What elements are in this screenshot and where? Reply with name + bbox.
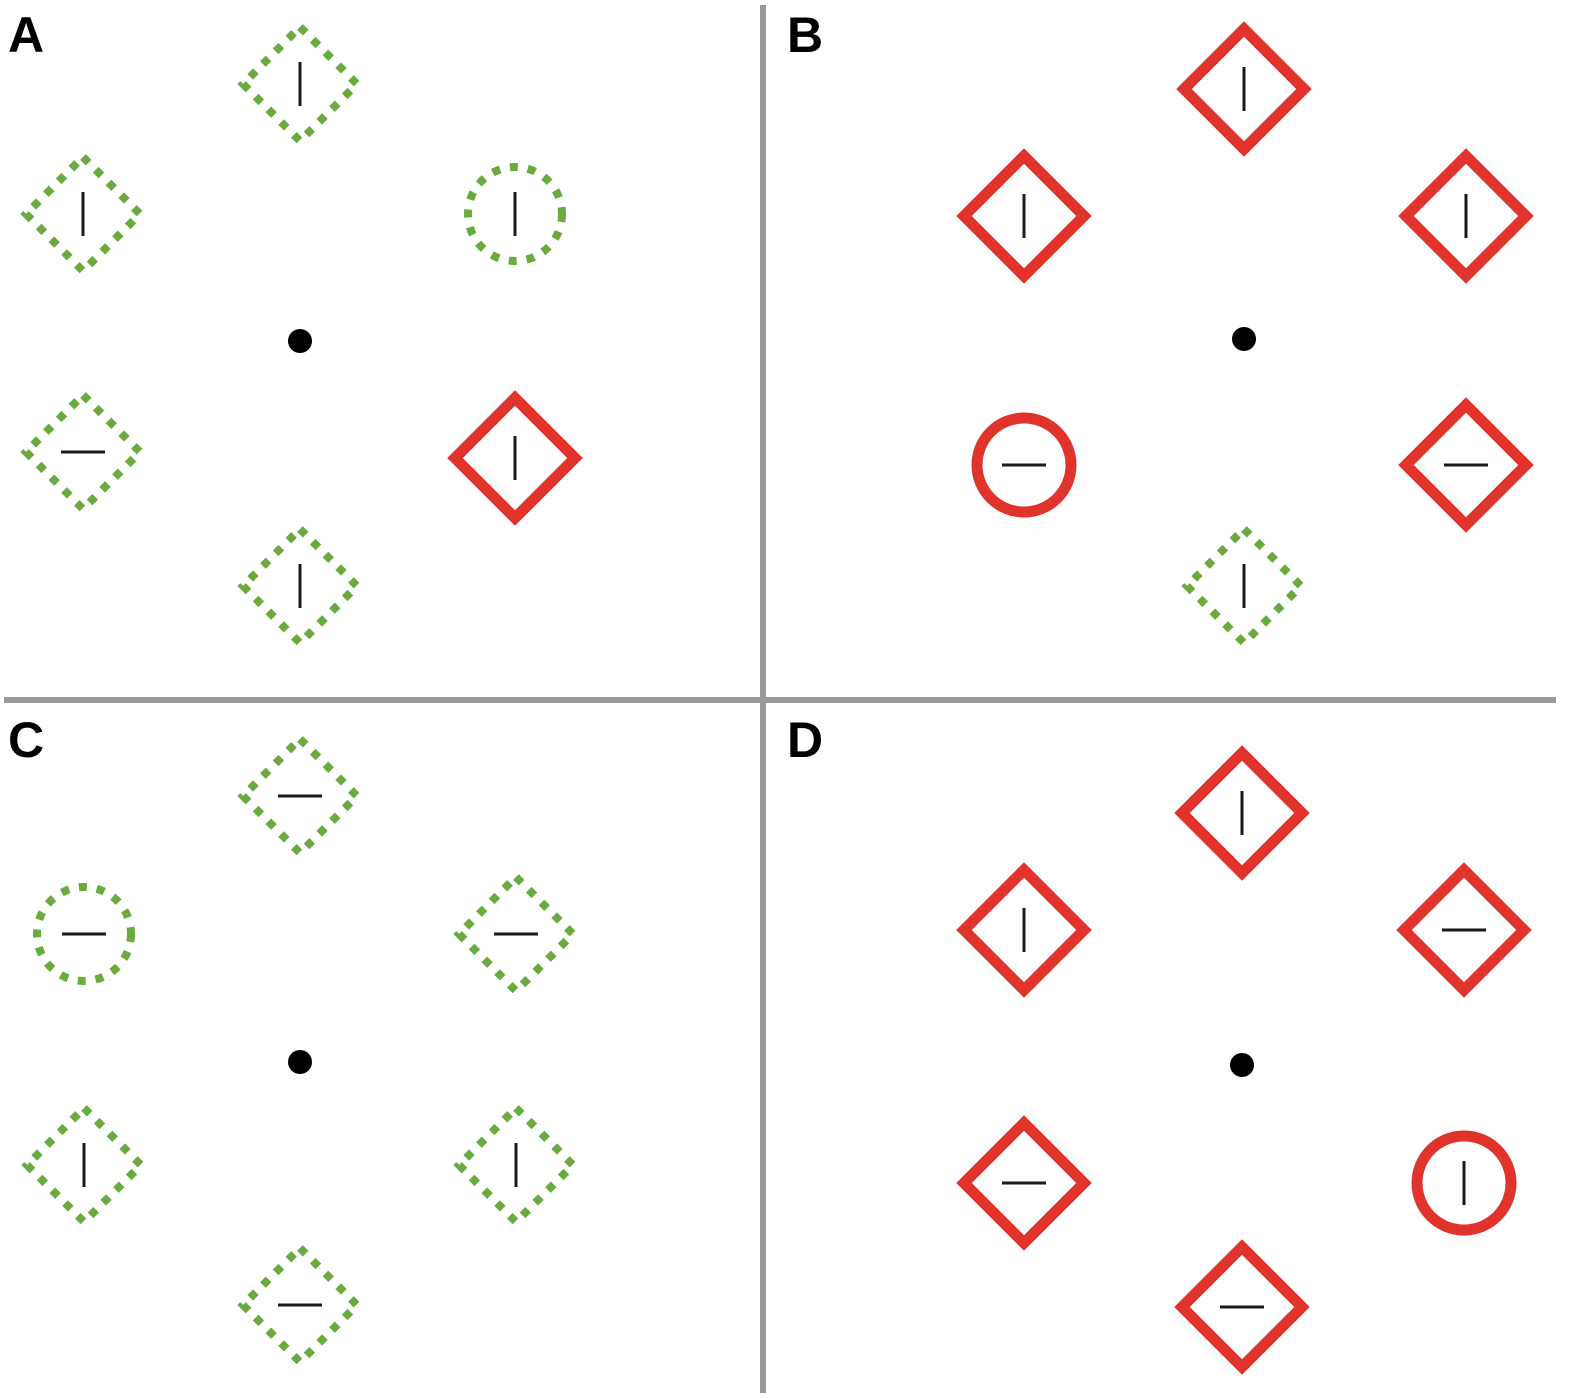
solid-red-diamond-outline [1398, 397, 1534, 533]
solid-red-diamond-outline [956, 862, 1092, 998]
solid-red-diamond-outline [956, 148, 1092, 284]
solid-red-circle-outline [1411, 1130, 1517, 1236]
fixation-dot [288, 329, 312, 353]
search-item-diamond-vertical-line [237, 523, 363, 649]
search-item-diamond-vertical-line [20, 151, 146, 277]
panel-d [956, 745, 1532, 1375]
search-item-diamond-vertical-line [956, 862, 1092, 998]
search-item-circle-vertical-line [1411, 1130, 1517, 1236]
panel-label-a: A [8, 7, 44, 63]
dotted-green-circle-outline [33, 883, 135, 985]
search-item-circle-vertical-line [464, 163, 566, 265]
dotted-green-circle-outline [464, 163, 566, 265]
solid-red-diamond-outline [1176, 21, 1312, 157]
panel-b [956, 21, 1534, 649]
fixation-dot [1232, 327, 1256, 351]
search-item-diamond-vertical-line [1174, 745, 1310, 881]
solid-red-diamond-outline [1396, 862, 1532, 998]
panel-a [20, 21, 583, 649]
search-item-diamond-vertical-line [1398, 148, 1534, 284]
search-item-circle-horizontal-line [971, 412, 1077, 518]
solid-red-circle-outline [971, 412, 1077, 518]
search-item-diamond-vertical-line [21, 1102, 147, 1228]
search-item-diamond-vertical-line [447, 390, 583, 526]
fixation-dot [1230, 1053, 1254, 1077]
search-item-diamond-vertical-line [237, 21, 363, 147]
solid-red-diamond-outline [447, 390, 583, 526]
panel-label-d: D [787, 712, 823, 768]
search-item-diamond-horizontal-line [1398, 397, 1534, 533]
search-item-diamond-horizontal-line [237, 733, 363, 859]
search-item-diamond-horizontal-line [1396, 862, 1532, 998]
search-item-diamond-horizontal-line [453, 871, 579, 997]
search-item-diamond-horizontal-line [237, 1242, 363, 1368]
search-item-diamond-horizontal-line [1174, 1239, 1310, 1375]
panel-label-c: C [8, 712, 44, 768]
panel-c [21, 733, 579, 1368]
solid-red-diamond-outline [1174, 1239, 1310, 1375]
search-item-diamond-horizontal-line [20, 389, 146, 515]
search-item-diamond-vertical-line [453, 1102, 579, 1228]
search-item-circle-horizontal-line [33, 883, 135, 985]
fixation-dot [288, 1050, 312, 1074]
solid-red-diamond-outline [1398, 148, 1534, 284]
search-item-diamond-horizontal-line [956, 1115, 1092, 1251]
search-item-diamond-vertical-line [1181, 523, 1307, 649]
search-item-diamond-vertical-line [1176, 21, 1312, 157]
search-item-diamond-vertical-line [956, 148, 1092, 284]
panel-label-b: B [787, 7, 823, 63]
solid-red-diamond-outline [956, 1115, 1092, 1251]
solid-red-diamond-outline [1174, 745, 1310, 881]
